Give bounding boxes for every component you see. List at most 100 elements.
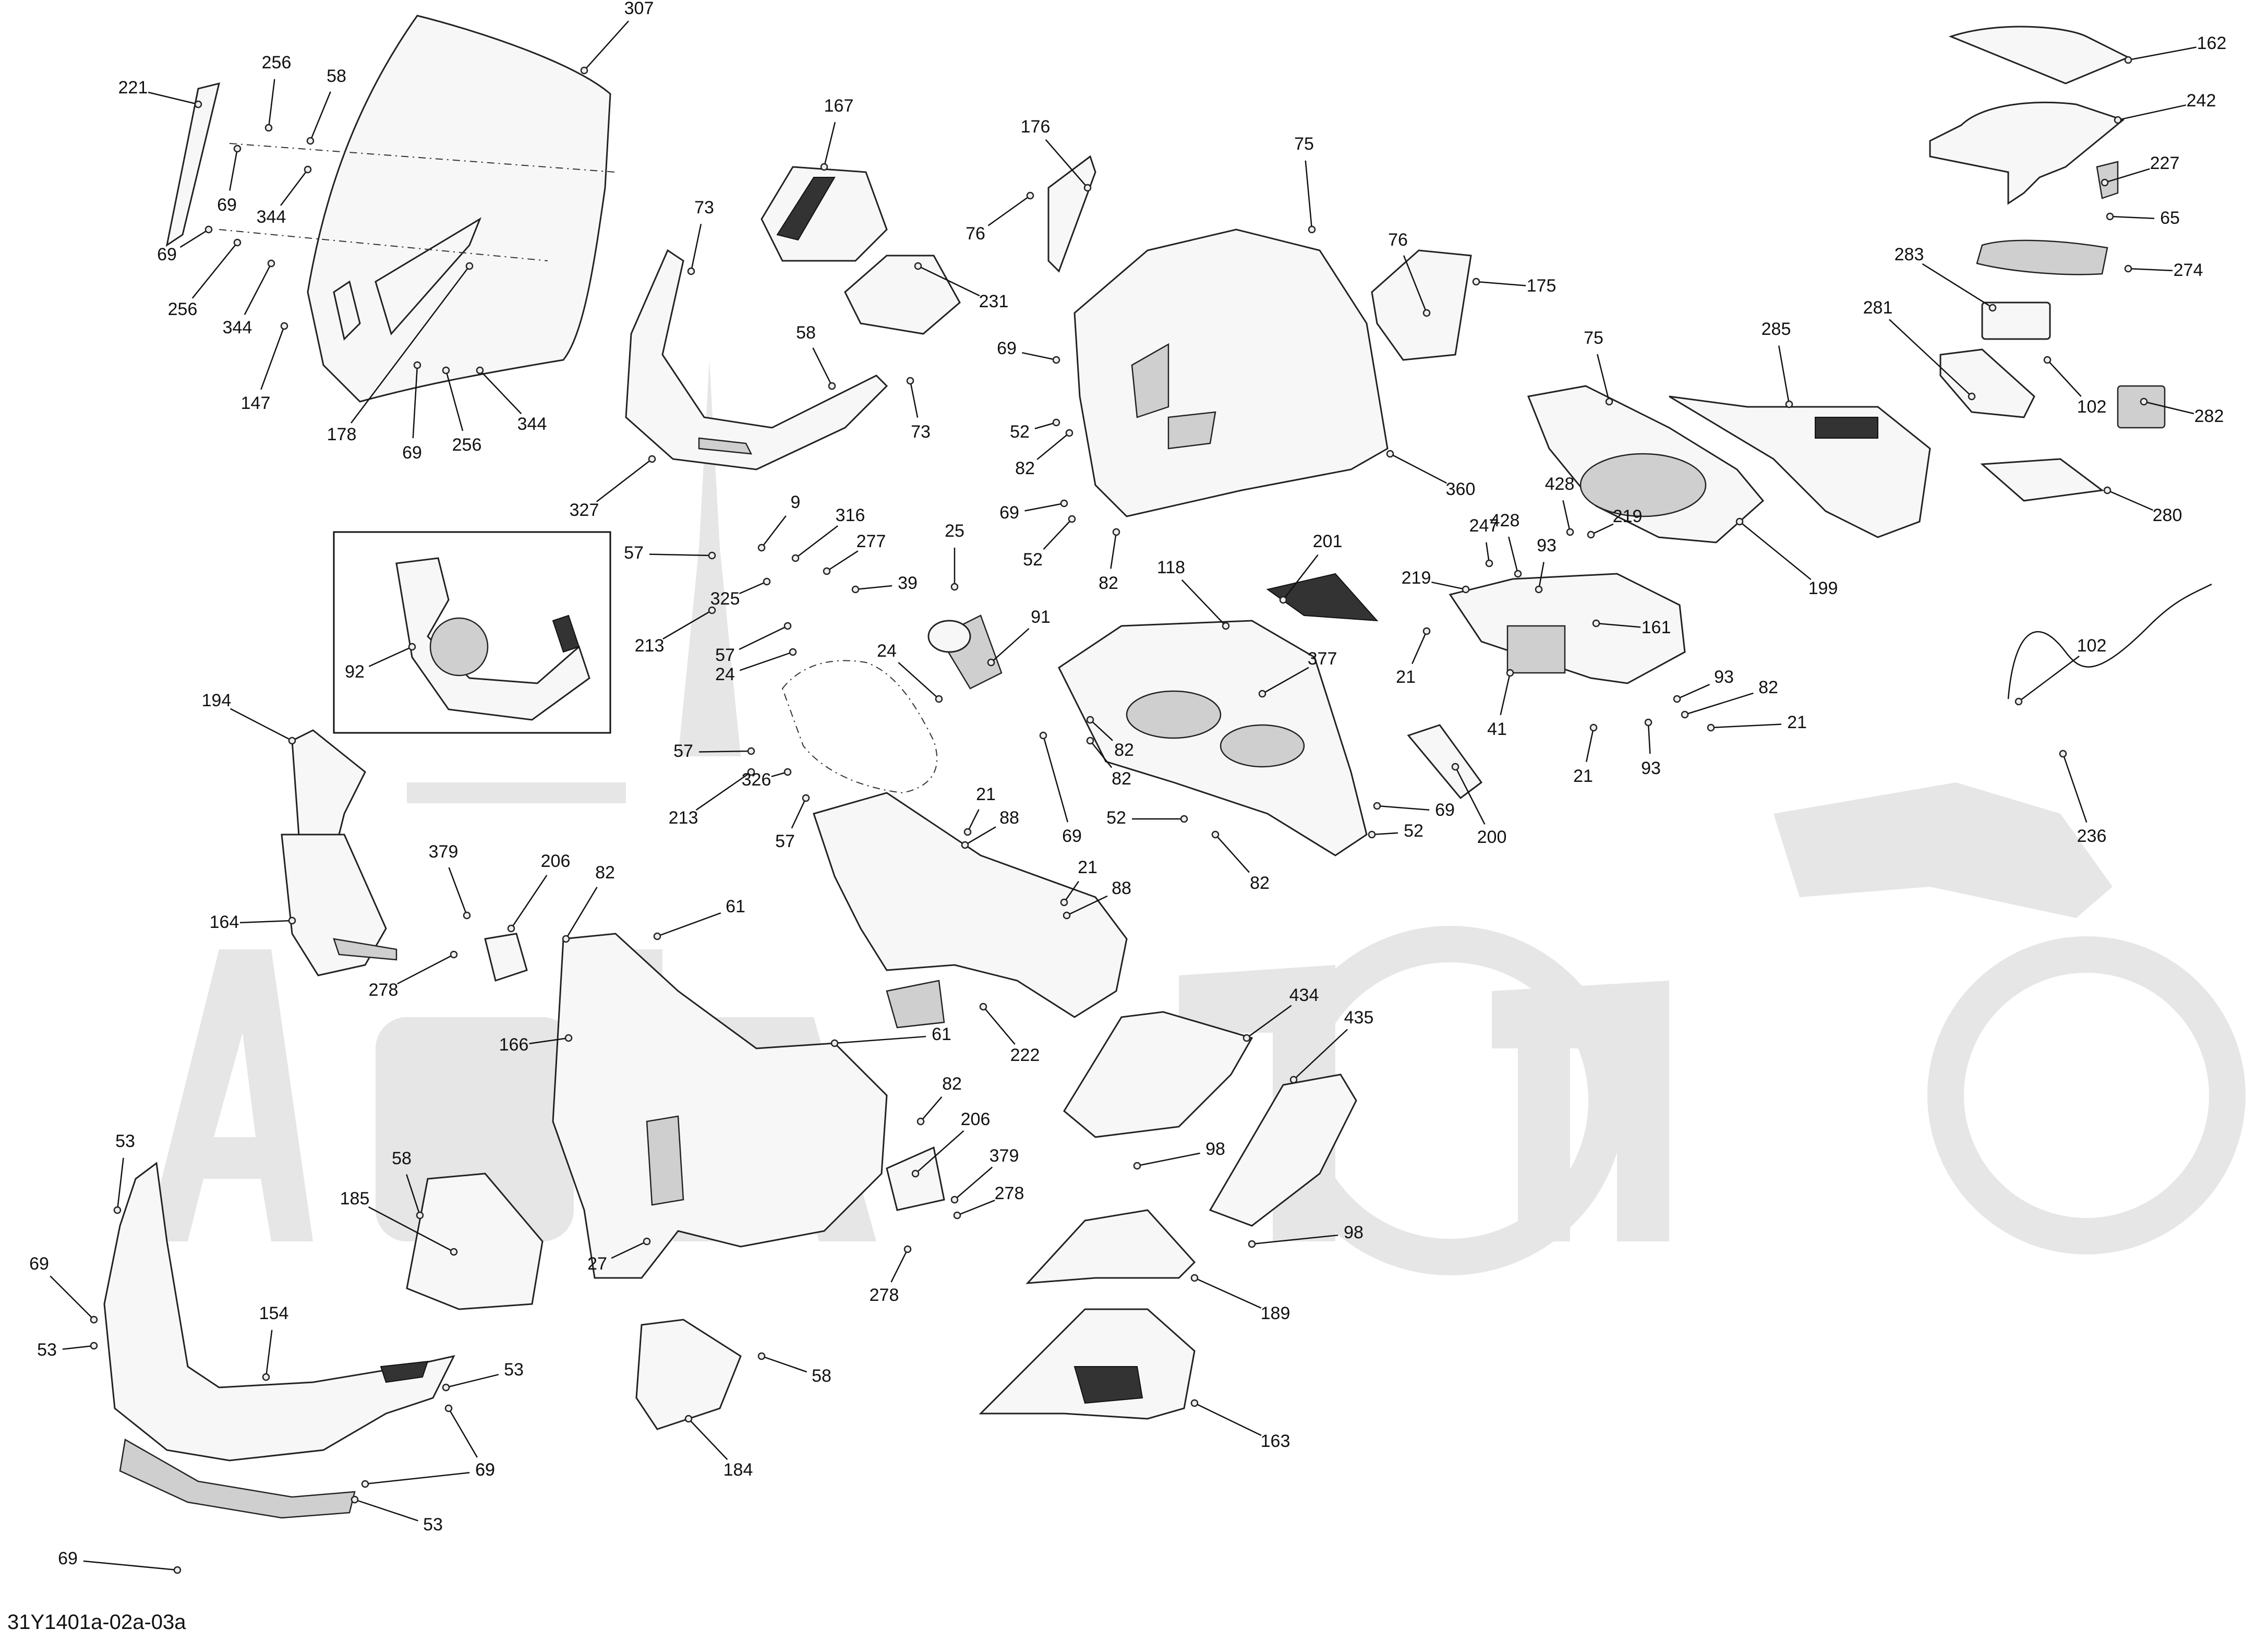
hardware-point-57 [708, 551, 716, 560]
leader-line-221 [148, 91, 199, 105]
leader-line-176 [1045, 139, 1088, 188]
callout-label-82: 82 [1015, 458, 1035, 478]
callout-label-69: 69 [217, 195, 237, 215]
leader-line-162 [2128, 46, 2197, 61]
hardware-point-93 [1673, 695, 1681, 703]
leader-line-227 [2104, 168, 2150, 184]
hardware-point-206 [507, 924, 515, 933]
callout-label-377: 377 [1308, 649, 1337, 669]
hardware-point-278 [450, 950, 458, 959]
callout-label-213: 213 [669, 808, 698, 828]
callout-label-61: 61 [932, 1024, 951, 1044]
hardware-point-102 [2014, 697, 2023, 706]
hardware-point-52 [1052, 418, 1060, 427]
leader-line-52 [1043, 518, 1072, 550]
callout-label-21: 21 [1396, 667, 1416, 687]
hardware-point-278 [953, 1211, 961, 1220]
callout-label-53: 53 [115, 1131, 135, 1151]
callout-label-69: 69 [29, 1254, 49, 1274]
callout-label-21: 21 [1573, 766, 1593, 786]
hardware-point-344 [267, 259, 275, 268]
callout-label-282: 282 [2194, 406, 2224, 426]
leader-line-91 [991, 628, 1030, 663]
callout-label-82: 82 [595, 863, 615, 883]
leader-line-278 [890, 1249, 909, 1283]
hardware-point-57 [783, 622, 792, 630]
gauge-housing-167 [761, 166, 961, 335]
callout-label-428: 428 [1490, 511, 1520, 530]
callout-label-222: 222 [1010, 1045, 1040, 1065]
callout-label-98: 98 [1344, 1223, 1364, 1242]
leader-line-98 [1251, 1234, 1338, 1245]
leader-line-274 [2128, 268, 2173, 271]
callout-label-184: 184 [723, 1460, 753, 1480]
leader-line-277 [826, 550, 859, 572]
hardware-point-185 [450, 1248, 458, 1256]
hardware-point-91 [987, 658, 995, 667]
leader-line-27 [611, 1240, 647, 1259]
leader-line-185 [368, 1206, 454, 1253]
callout-label-256: 256 [168, 299, 198, 319]
hardware-point-162 [2124, 56, 2132, 64]
hardware-point-82 [916, 1117, 925, 1126]
callout-label-434: 434 [1289, 985, 1319, 1005]
leader-line-88 [1066, 895, 1108, 916]
hardware-point-154 [262, 1373, 270, 1381]
hardware-point-53 [442, 1383, 450, 1392]
callout-label-278: 278 [995, 1184, 1024, 1203]
leader-line-344 [280, 169, 308, 206]
callout-label-69: 69 [475, 1460, 495, 1480]
callout-label-219: 219 [1613, 506, 1643, 526]
hardware-point-75 [1605, 397, 1613, 406]
callout-label-57: 57 [775, 831, 795, 851]
callout-label-69: 69 [999, 503, 1019, 523]
leader-line-285 [1778, 345, 1790, 405]
leader-line-325 [739, 581, 767, 595]
leader-line-53 [62, 1345, 94, 1350]
windshield-assembly [165, 15, 616, 403]
leader-line-278 [957, 1199, 995, 1216]
callout-label-82: 82 [1112, 769, 1131, 789]
callout-label-283: 283 [1895, 245, 1924, 264]
panels-434-435 [1063, 1011, 1357, 1227]
hardware-point-189 [1190, 1274, 1199, 1282]
hardware-point-39 [851, 585, 860, 594]
hardware-point-57 [802, 794, 810, 802]
hardware-point-24 [789, 648, 797, 656]
leader-line-93 [1647, 722, 1651, 754]
hardware-point-24 [935, 695, 943, 703]
callout-label-154: 154 [259, 1303, 289, 1323]
leader-line-175 [1476, 281, 1526, 286]
hardware-point-27 [643, 1237, 651, 1246]
callout-label-57: 57 [673, 741, 693, 761]
leader-line-102 [2047, 359, 2082, 397]
callout-label-360: 360 [1446, 479, 1476, 499]
callout-label-206: 206 [541, 851, 571, 871]
hardware-point-76 [1422, 309, 1431, 317]
leader-line-21 [1063, 880, 1079, 903]
callout-label-327: 327 [570, 500, 599, 520]
hardware-point-69 [233, 144, 242, 153]
hardware-point-280 [2103, 486, 2112, 494]
callout-label-69: 69 [58, 1549, 78, 1568]
callout-label-175: 175 [1527, 276, 1557, 296]
leader-line-69 [1024, 502, 1065, 512]
hardware-point-435 [1289, 1076, 1298, 1084]
leader-line-69 [179, 228, 209, 248]
leader-line-154 [265, 1330, 273, 1378]
hardware-point-164 [288, 916, 296, 925]
hardware-point-73 [687, 267, 695, 275]
leader-line-327 [596, 458, 653, 502]
callout-label-118: 118 [1157, 558, 1185, 577]
leader-line-76 [987, 195, 1031, 226]
callout-label-53: 53 [37, 1340, 57, 1360]
callout-label-75: 75 [1584, 328, 1603, 348]
callout-label-428: 428 [1545, 474, 1575, 494]
hardware-point-58 [828, 382, 836, 390]
leader-line-82 [1110, 532, 1117, 569]
leader-line-82 [1215, 834, 1250, 873]
callout-label-93: 93 [1714, 667, 1734, 687]
leader-line-201 [1283, 554, 1319, 600]
callout-label-219: 219 [1402, 568, 1431, 588]
